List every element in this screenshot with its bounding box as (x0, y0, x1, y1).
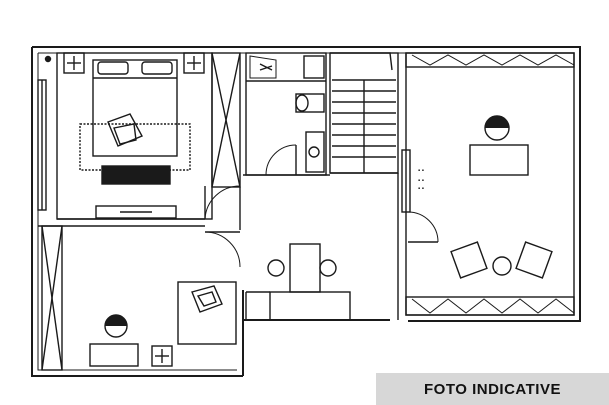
single-bed (177, 281, 237, 345)
svg-text:▪ ▪: ▪ ▪ (418, 178, 424, 184)
desk (469, 144, 529, 176)
desk-small (89, 343, 139, 367)
stool-right (319, 259, 337, 277)
dresser (95, 205, 177, 219)
round-table (492, 256, 512, 276)
master-bedroom (37, 52, 241, 220)
svg-text:▪ ▪: ▪ ▪ (418, 168, 424, 174)
staircase (329, 52, 399, 174)
console-table (289, 243, 321, 293)
double-bed (79, 59, 191, 185)
shower-tray (303, 55, 325, 79)
study-lounge: ▪ ▪ ▪ ▪ ▪ ▪ (401, 52, 575, 316)
nightstand-right (183, 52, 205, 74)
nightstand-small (151, 345, 173, 367)
sink-icon (305, 131, 325, 173)
stool-left (267, 259, 285, 277)
armchair-right (515, 241, 553, 279)
armchair-left (450, 241, 488, 279)
nightstand-left (63, 52, 85, 74)
toilet-icon (295, 93, 325, 113)
second-bedroom (38, 225, 237, 371)
office-chair (484, 115, 510, 141)
desk-chair (104, 314, 128, 338)
hallway (204, 172, 399, 321)
bathroom (245, 52, 327, 176)
banner-label: FOTO INDICATIVE (424, 380, 561, 398)
photo-disclaimer-banner: FOTO INDICATIVE (376, 373, 609, 405)
svg-text:▪ ▪: ▪ ▪ (418, 186, 424, 192)
